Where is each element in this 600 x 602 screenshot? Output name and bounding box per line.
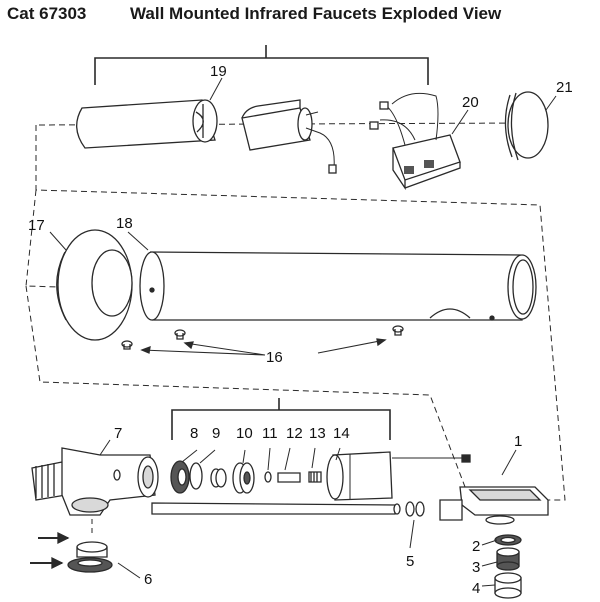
diagram-title: Wall Mounted Infrared Faucets Exploded V… bbox=[130, 4, 502, 23]
label-17: 17 bbox=[28, 217, 45, 234]
part-number-labels: 19 20 21 17 18 16 7 8 9 10 11 12 13 14 1… bbox=[28, 63, 573, 597]
label-3: 3 bbox=[472, 559, 480, 576]
label-16: 16 bbox=[266, 349, 283, 366]
label-9: 9 bbox=[212, 425, 220, 442]
aerator-housing-part-4 bbox=[494, 572, 522, 599]
seal-part-9 bbox=[189, 462, 227, 490]
label-6: 6 bbox=[144, 571, 152, 588]
label-1: 1 bbox=[514, 433, 522, 450]
battery-tube-part-19 bbox=[76, 99, 218, 149]
leader-lines bbox=[49, 77, 557, 587]
label-20: 20 bbox=[462, 94, 479, 111]
valve-body-part-7 bbox=[31, 447, 159, 516]
label-19: 19 bbox=[210, 63, 227, 80]
label-8: 8 bbox=[190, 425, 198, 442]
label-4: 4 bbox=[472, 580, 480, 597]
screws-part-16 bbox=[121, 325, 404, 356]
label-2: 2 bbox=[472, 538, 480, 555]
filter-part-6 bbox=[30, 531, 113, 573]
top-group-bracket bbox=[94, 45, 429, 85]
escutcheon-ring-part-17 bbox=[56, 229, 133, 341]
small-parts-11-14 bbox=[264, 471, 322, 483]
label-13: 13 bbox=[309, 425, 326, 442]
label-12: 12 bbox=[286, 425, 303, 442]
battery-pack bbox=[241, 99, 337, 174]
label-10: 10 bbox=[236, 425, 253, 442]
label-18: 18 bbox=[116, 215, 133, 232]
aerator-ring-part-2 bbox=[494, 534, 522, 546]
spout-tube-part-18 bbox=[139, 251, 537, 321]
o-rings-part-5 bbox=[405, 501, 425, 517]
control-box-part-20 bbox=[369, 92, 461, 191]
label-11: 11 bbox=[262, 425, 278, 442]
label-5: 5 bbox=[406, 553, 414, 570]
label-14: 14 bbox=[333, 425, 350, 442]
catalog-number: Cat 67303 bbox=[7, 4, 87, 23]
label-21: 21 bbox=[556, 79, 573, 96]
diaphragm-part-10 bbox=[232, 462, 255, 494]
aerator-insert-part-3 bbox=[496, 547, 520, 571]
label-7: 7 bbox=[114, 425, 122, 442]
pipe-rod bbox=[151, 502, 401, 515]
lower-group-bracket bbox=[171, 398, 391, 440]
end-cap-part-21 bbox=[504, 91, 549, 161]
washer-part-8 bbox=[170, 460, 190, 494]
spout-head-part-1 bbox=[439, 486, 549, 525]
solenoid-valve bbox=[326, 451, 471, 501]
